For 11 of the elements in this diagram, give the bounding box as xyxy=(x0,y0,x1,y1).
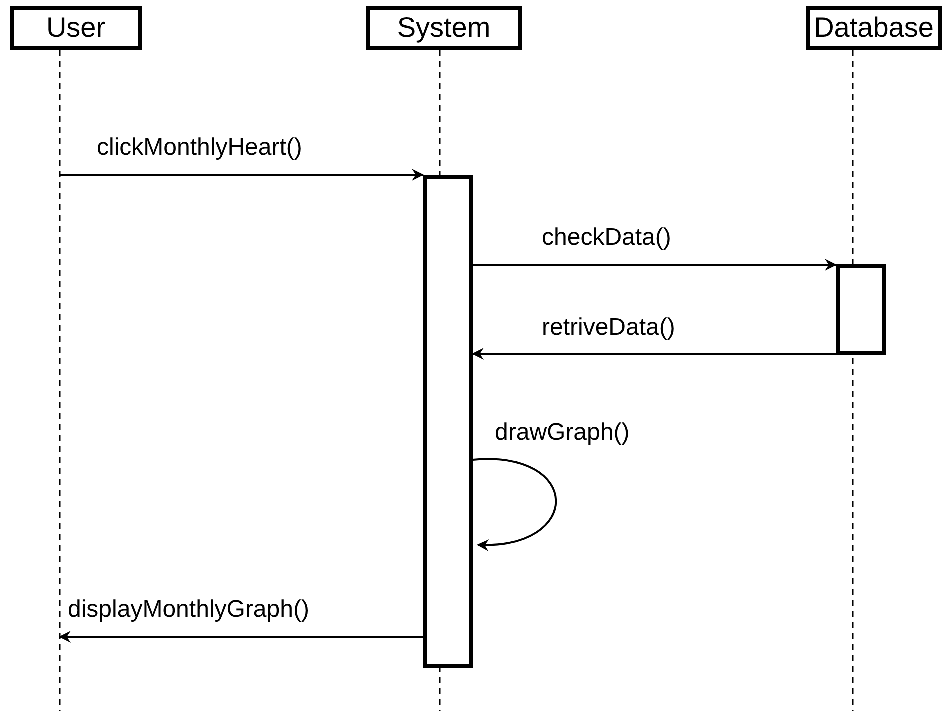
participant-name: User xyxy=(46,14,106,42)
message-arrow xyxy=(59,631,423,643)
activation-bar xyxy=(836,264,886,355)
message-arrow xyxy=(472,348,836,360)
activation-bar xyxy=(423,175,473,668)
participant-name: Database xyxy=(814,14,934,42)
message-arrow xyxy=(60,169,424,181)
message-arrow xyxy=(473,259,837,271)
participant-name: System xyxy=(397,14,491,42)
participant xyxy=(806,6,942,711)
message-arrow xyxy=(472,458,558,551)
